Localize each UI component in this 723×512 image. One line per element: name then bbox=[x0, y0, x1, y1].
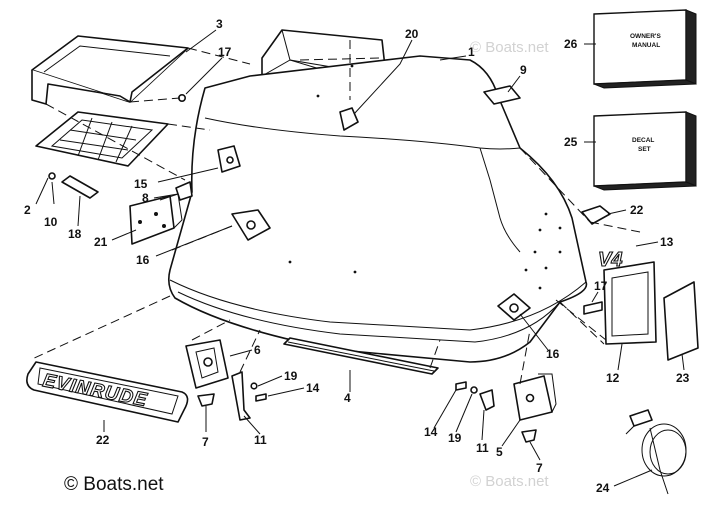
part-number: 16 bbox=[546, 347, 560, 361]
decal-label-line1: DECAL bbox=[632, 137, 654, 144]
assembly-lines bbox=[29, 40, 641, 385]
part-number: 17 bbox=[594, 279, 608, 293]
part-number: 22 bbox=[96, 433, 110, 447]
part-number: 14 bbox=[306, 381, 320, 395]
part-number: 2 bbox=[24, 203, 31, 217]
bracket-icon bbox=[231, 371, 251, 421]
latch-bracket-icon bbox=[513, 373, 557, 421]
screw-icon bbox=[455, 381, 467, 391]
part-number: 7 bbox=[536, 461, 543, 475]
watermark: © Boats.net bbox=[470, 473, 549, 490]
part-number: 11 bbox=[476, 441, 489, 455]
leader-lines bbox=[35, 29, 685, 487]
part-number: 5 bbox=[496, 445, 503, 459]
rubber-foot-icon bbox=[197, 393, 215, 407]
v4-decal: V4 bbox=[598, 249, 622, 271]
clip-icon bbox=[339, 107, 359, 131]
part-number: 20 bbox=[405, 27, 419, 41]
plate-frame-icon bbox=[603, 261, 657, 345]
bracket-icon bbox=[479, 389, 495, 411]
watermark: © Boats.net bbox=[470, 39, 549, 56]
part-number: 22 bbox=[630, 203, 644, 217]
decal-set-box: DECAL SET bbox=[593, 111, 697, 191]
manual-label-line1: OWNER'S bbox=[630, 33, 661, 40]
bracket-plate-icon bbox=[129, 195, 175, 245]
decal-label-line2: SET bbox=[638, 146, 651, 153]
part-number: 17 bbox=[218, 45, 232, 59]
part-number: 23 bbox=[676, 371, 690, 385]
part-number: 24 bbox=[596, 481, 610, 495]
part-number: 15 bbox=[134, 177, 148, 191]
evinrude-badge bbox=[26, 361, 189, 423]
part-number: 25 bbox=[564, 135, 578, 149]
screw-icon bbox=[255, 393, 267, 402]
manual-label-line2: MANUAL bbox=[632, 42, 660, 49]
part-number: 11 bbox=[254, 433, 267, 447]
part-numbers: 3 17 20 1 9 26 25 15 8 2 10 18 21 16 22 … bbox=[24, 17, 690, 495]
motor-cover bbox=[168, 29, 588, 363]
part-number: 26 bbox=[564, 37, 578, 51]
latch-icon bbox=[185, 339, 229, 389]
part-number: 7 bbox=[202, 435, 209, 449]
part-number: 12 bbox=[606, 371, 620, 385]
part-number: 21 bbox=[94, 235, 108, 249]
washer-icon bbox=[470, 386, 478, 394]
part-number: 14 bbox=[424, 425, 438, 439]
part-number: 8 bbox=[142, 191, 149, 205]
seal-strip-icon bbox=[483, 85, 521, 105]
rubber-strip-icon bbox=[61, 175, 99, 199]
bracket-icon bbox=[581, 205, 611, 225]
cable-icon bbox=[625, 409, 687, 495]
grille-base bbox=[35, 111, 169, 167]
part-number: 18 bbox=[68, 227, 82, 241]
part-number: 10 bbox=[44, 215, 58, 229]
part-number: 9 bbox=[520, 63, 527, 77]
part-number: 19 bbox=[284, 369, 298, 383]
top-cover bbox=[31, 35, 189, 105]
screw-icon bbox=[583, 301, 603, 315]
copyright-text: © Boats.net bbox=[64, 474, 164, 495]
screw-icon bbox=[48, 172, 56, 180]
part-number: 19 bbox=[448, 431, 462, 445]
part-number: 1 bbox=[468, 45, 475, 59]
part-number: 13 bbox=[660, 235, 674, 249]
plate-icon bbox=[663, 281, 699, 361]
part-number: 4 bbox=[344, 391, 351, 405]
part-number: 3 bbox=[216, 17, 223, 31]
part-number: 6 bbox=[254, 343, 261, 357]
part-number: 16 bbox=[136, 253, 150, 267]
washer-icon bbox=[250, 382, 258, 390]
owners-manual-box: OWNER'S MANUAL bbox=[593, 9, 697, 89]
rubber-foot-icon bbox=[521, 429, 537, 443]
